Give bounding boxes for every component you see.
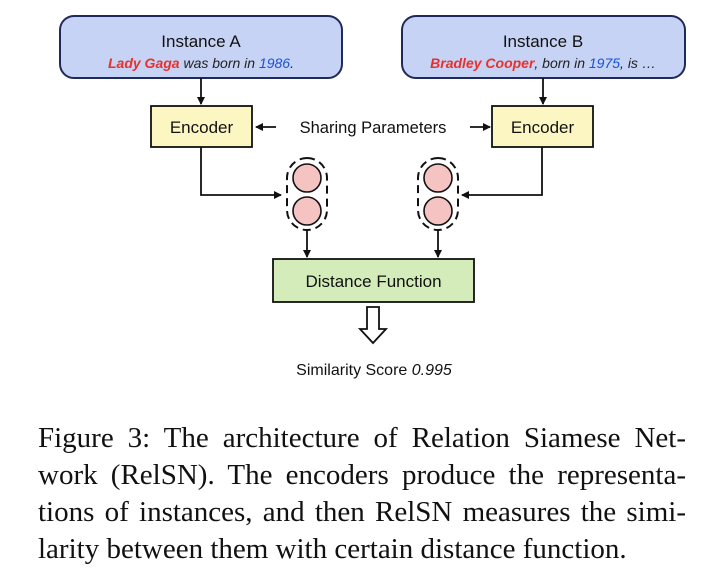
representation-right-node-1 [423,163,453,193]
instance-a-sentence: Lady Gaga was born in 1986. [108,55,294,71]
instance-b-entity: Bradley Cooper [430,55,536,71]
sharing-parameters-label: Sharing Parameters [300,119,447,137]
similarity-score-value: 0.995 [412,362,452,379]
similarity-score-label: Similarity Score [296,362,407,379]
output-arrow-icon [357,306,389,345]
instance-b-sentence: Bradley Cooper, born in 1975, is … [430,55,656,71]
arrow-encoder-left-to-representation [200,147,282,199]
instance-b-title: Instance B [503,32,583,51]
representation-left [286,157,328,231]
relsn-architecture-diagram: Instance A Lady Gaga was born in 1986. I… [59,15,686,379]
instance-b-value: 1975 [589,55,620,71]
arrow-encoder-right-to-representation [461,147,543,199]
caption-line-3: tions of instances, and then RelSN measu… [38,496,686,528]
instance-b-middle: , born in [534,55,588,71]
instance-b-end: , is … [620,55,656,71]
representation-right-node-2 [423,196,453,226]
caption-line-2: work (RelSN). The encoders produce the r… [38,459,686,491]
distance-function-box: Distance Function [272,258,475,303]
similarity-score-text: Similarity Score 0.995 [296,362,452,379]
instance-a-value: 1986 [259,55,290,71]
instance-b-box: Instance B Bradley Cooper, born in 1975,… [401,15,686,79]
instance-a-title: Instance A [161,32,241,51]
instance-a-middle: was born in [180,55,259,71]
figure-caption: Figure 3: The architecture of Relation S… [38,420,686,568]
encoder-right-label: Encoder [511,118,575,137]
encoder-right-box: Encoder [491,105,594,148]
caption-line-4: larity between them with certain distanc… [38,533,627,565]
instance-a-entity: Lady Gaga [108,55,180,71]
caption-line-1: Figure 3: The architecture of Relation S… [38,422,686,454]
representation-right [417,157,459,231]
instance-a-end: . [290,55,294,71]
encoder-left-label: Encoder [170,118,234,137]
instance-a-box: Instance A Lady Gaga was born in 1986. [59,15,343,79]
encoder-left-box: Encoder [150,105,253,148]
distance-function-label: Distance Function [305,272,441,291]
representation-left-node-2 [292,196,322,226]
representation-left-node-1 [292,163,322,193]
